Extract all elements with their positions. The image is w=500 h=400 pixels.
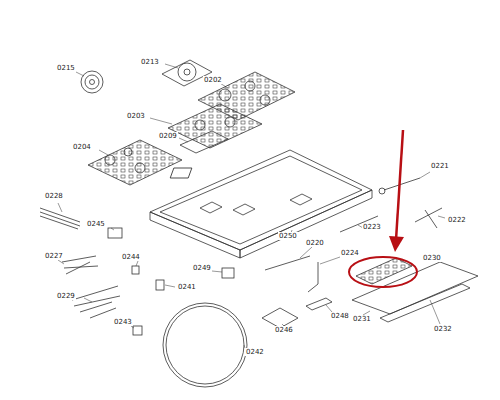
- callout-number: 0209: [158, 132, 178, 140]
- callout-number: 0227: [44, 252, 64, 260]
- leader-lines: [58, 64, 445, 348]
- connector: [133, 326, 142, 335]
- callout-number: 0248: [330, 312, 350, 320]
- callout-number: 0215: [56, 64, 76, 72]
- wire: [265, 256, 310, 270]
- callout-number: 0243: [113, 318, 133, 326]
- callout-number: 0250: [278, 232, 298, 240]
- callout-number: 0224: [340, 249, 360, 257]
- callout-number: 0246: [274, 326, 294, 334]
- callout-number: 0220: [305, 239, 325, 247]
- wire-set: [72, 286, 120, 318]
- callout-number: 0232: [433, 325, 453, 333]
- gasket-ring: [166, 306, 244, 384]
- highlight: [349, 130, 417, 287]
- fan: [81, 71, 103, 93]
- connector: [156, 280, 164, 290]
- callout-number: 0245: [86, 220, 106, 228]
- power-board: [168, 104, 262, 148]
- callout-number: 0213: [140, 58, 160, 66]
- strip: [380, 284, 470, 322]
- clip: [108, 228, 122, 238]
- callout-number: 0229: [56, 292, 76, 300]
- wire: [415, 208, 442, 228]
- gasket-ring: [163, 303, 247, 387]
- pad: [262, 308, 298, 328]
- callout-number: 0231: [352, 315, 372, 323]
- callout-number: 0228: [44, 192, 64, 200]
- wire: [308, 262, 318, 292]
- control-board: [356, 258, 412, 284]
- control-board: [180, 131, 228, 153]
- base-tray: [150, 150, 372, 258]
- power-board: [88, 140, 182, 185]
- callout-number: 0249: [192, 264, 212, 272]
- connector: [222, 268, 234, 278]
- callout-number: 0202: [203, 76, 223, 84]
- callout-number: 0203: [126, 112, 146, 120]
- callout-number: 0223: [362, 223, 382, 231]
- callout-number: 0221: [430, 162, 450, 170]
- connector: [132, 266, 139, 274]
- bracket: [306, 298, 332, 310]
- callout-number: 0204: [72, 143, 92, 151]
- callout-number: 0242: [245, 348, 265, 356]
- wire-set: [62, 256, 98, 274]
- wire-set: [40, 208, 80, 229]
- callout-number: 0222: [447, 216, 467, 224]
- callout-number: 0244: [121, 253, 141, 261]
- callout-number: 0230: [422, 254, 442, 262]
- callout-number: 0241: [177, 283, 197, 291]
- touch-panel: [352, 262, 478, 314]
